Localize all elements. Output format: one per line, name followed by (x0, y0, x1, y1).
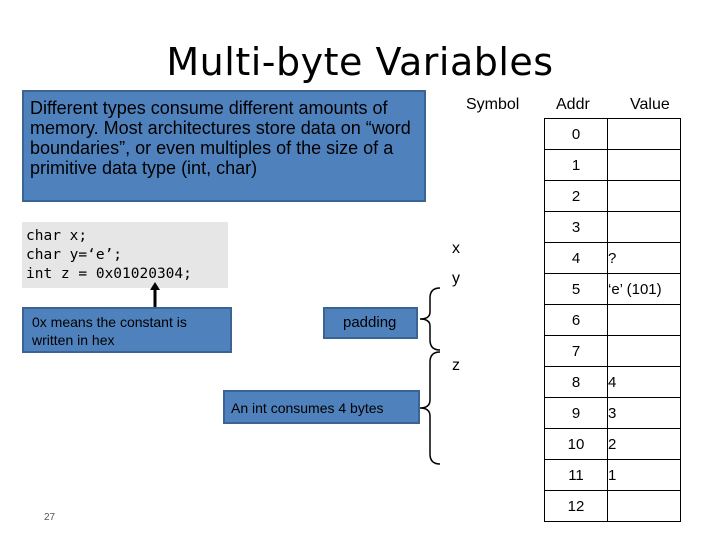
value-cell: 3 (607, 397, 681, 429)
code-line: char y=‘e’; (26, 247, 123, 263)
value-cell (607, 304, 681, 336)
table-row: 4? (544, 242, 681, 274)
table-row: 1 (544, 149, 681, 181)
addr-cell: 9 (544, 397, 608, 429)
code-line: char x; (26, 228, 88, 244)
int-size-callout: An int consumes 4 bytes (223, 390, 420, 424)
padding-brace (419, 287, 441, 351)
value-cell: 2 (607, 428, 681, 460)
addr-cell: 5 (544, 273, 608, 305)
value-cell (607, 211, 681, 243)
value-cell (607, 335, 681, 367)
column-header-symbol: Symbol (466, 96, 520, 113)
addr-cell: 8 (544, 366, 608, 398)
addr-cell: 12 (544, 490, 608, 522)
description-box: Different types consume different amount… (22, 90, 426, 202)
addr-cell: 6 (544, 304, 608, 336)
value-cell: 4 (607, 366, 681, 398)
value-cell (607, 490, 681, 522)
int-brace (419, 351, 441, 465)
page-number: 27 (44, 512, 56, 523)
code-line: int z = 0x01020304; (26, 266, 192, 282)
addr-cell: 0 (544, 118, 608, 150)
padding-callout: padding (323, 307, 418, 339)
addr-cell: 3 (544, 211, 608, 243)
value-cell (607, 149, 681, 181)
table-row: 0 (544, 118, 681, 150)
addr-cell: 11 (544, 459, 608, 491)
arrow-up-icon (150, 282, 160, 308)
addr-cell: 1 (544, 149, 608, 181)
column-header-value: Value (630, 96, 670, 113)
addr-cell: 10 (544, 428, 608, 460)
table-row: 12 (544, 490, 681, 522)
column-header-addr: Addr (556, 96, 590, 113)
table-row: 2 (544, 180, 681, 212)
hex-note-callout: 0x means the constant is written in hex (22, 307, 232, 353)
table-row: 5‘e’ (101) (544, 273, 681, 305)
value-cell: ‘e’ (101) (607, 273, 681, 305)
value-cell: ? (607, 242, 681, 274)
table-row: 3 (544, 211, 681, 243)
value-cell (607, 118, 681, 150)
slide-title: Multi-byte Variables (166, 40, 554, 84)
table-row: 6 (544, 304, 681, 336)
symbol-label: z (452, 356, 460, 374)
table-row: 7 (544, 335, 681, 367)
symbol-label: y (452, 269, 460, 287)
addr-cell: 4 (544, 242, 608, 274)
value-cell: 1 (607, 459, 681, 491)
addr-cell: 7 (544, 335, 608, 367)
symbol-label: x (452, 240, 460, 258)
addr-cell: 2 (544, 180, 608, 212)
value-cell (607, 180, 681, 212)
code-block: char x; char y=‘e’; int z = 0x01020304; (22, 222, 228, 288)
